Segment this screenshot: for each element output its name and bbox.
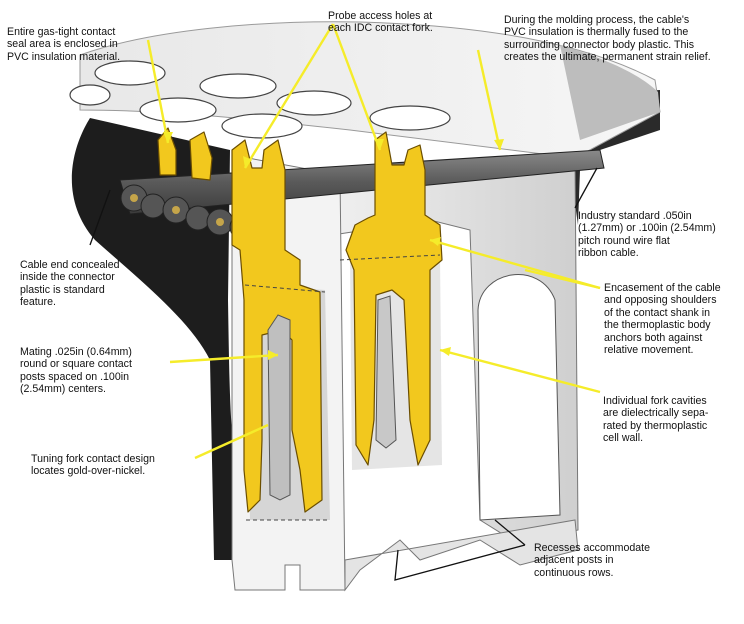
connector-front-bottom [344, 519, 579, 592]
arch-recess [477, 274, 561, 521]
label-industry-standard: Industry standard .050in (1.27mm) or .10… [578, 210, 716, 260]
connector-top-surface [79, 21, 661, 159]
label-mating-posts: Mating .025in (0.64mm) round or square c… [20, 346, 132, 396]
label-probe-holes: Probe access holes at each IDC contact f… [328, 10, 433, 35]
small-fork-right [189, 131, 213, 181]
mating-post-rear [375, 295, 397, 449]
rear-idc-contact [345, 131, 443, 466]
leader-lines [146, 23, 601, 460]
label-cable-end: Cable end concealed inside the connector… [20, 259, 120, 309]
label-tuning-fork: Tuning fork contact design locates gold-… [31, 453, 155, 478]
connector-top-right-edge [560, 45, 660, 140]
mating-post [267, 314, 291, 501]
label-gas-tight-seal: Entire gas-tight contact seal area is en… [7, 26, 121, 63]
label-fork-cavities: Individual fork cavities are dielectrica… [603, 395, 709, 445]
leader-arrowheads [163, 132, 504, 360]
label-molding-process: During the molding process, the cable's … [504, 14, 711, 64]
hidden-lines [244, 254, 441, 521]
leader-lines-black [89, 167, 598, 581]
label-recesses: Recesses accommodate adjacent posts in c… [534, 542, 650, 579]
label-encasement: Encasement of the cable and opposing sho… [604, 282, 721, 357]
